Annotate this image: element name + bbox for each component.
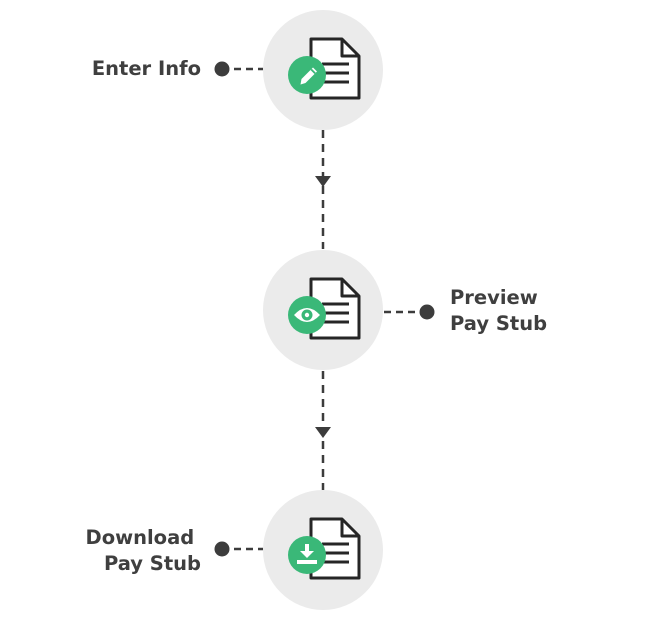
arrowhead-down-icon xyxy=(315,176,331,187)
connector-dot xyxy=(214,541,230,557)
step-download-pay-stub: Download Pay Stub xyxy=(86,490,383,610)
step-preview-pay-stub: Preview Pay Stub xyxy=(263,250,547,370)
flow-connector-1 xyxy=(315,130,331,249)
step-enter-info: Enter Info xyxy=(92,10,383,130)
step-label: Enter Info xyxy=(92,57,201,80)
document-download-icon xyxy=(288,517,361,580)
step-label: Preview Pay Stub xyxy=(450,286,547,335)
document-edit-icon xyxy=(288,37,361,100)
connector-dot xyxy=(214,61,230,77)
step-label: Download Pay Stub xyxy=(86,526,202,575)
eye-icon xyxy=(288,296,326,334)
arrowhead-down-icon xyxy=(315,427,331,438)
connector-dot xyxy=(419,304,435,320)
flow-connector-2 xyxy=(315,371,331,490)
download-icon xyxy=(288,536,326,574)
document-preview-icon xyxy=(288,277,361,340)
pencil-icon xyxy=(288,56,326,94)
